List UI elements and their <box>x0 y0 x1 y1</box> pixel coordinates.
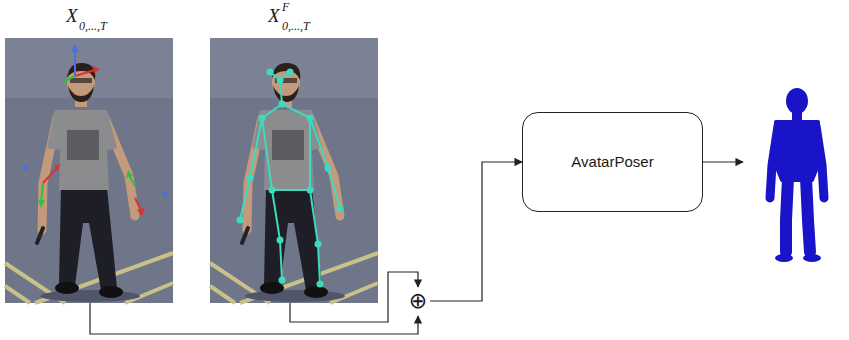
skeleton-joints <box>315 241 322 248</box>
math-index: 0,...,T <box>282 20 310 32</box>
avatar-mesh <box>776 122 818 180</box>
skeleton-joints <box>237 217 244 224</box>
model-box: AvatarPoser <box>522 112 703 212</box>
pose-skeleton <box>240 72 340 284</box>
input-photo-with-skeleton <box>210 38 378 303</box>
sum-operator: ⊕ <box>407 290 429 312</box>
input-wire <box>90 303 418 334</box>
skeleton-joints <box>337 205 344 212</box>
tracker-axes <box>71 44 79 52</box>
avatar-mesh <box>786 178 788 252</box>
avatar-mesh <box>775 254 793 262</box>
avatar-mesh <box>806 178 810 252</box>
skeleton-joints <box>237 69 344 288</box>
tracker-axes <box>137 208 145 216</box>
flow-arrow <box>430 162 522 301</box>
tracker-axes <box>93 66 100 73</box>
skeleton-joints <box>317 281 324 288</box>
skeleton-joints <box>277 77 284 84</box>
math-symbol: X <box>268 6 280 25</box>
skeleton-joints <box>307 187 314 194</box>
avatar-mesh <box>803 254 821 262</box>
tracker-axes <box>126 170 133 178</box>
tracker-axes <box>75 70 95 76</box>
pose-skeleton <box>240 72 340 284</box>
skeleton-joints <box>247 175 254 182</box>
tracker-axes <box>38 200 45 208</box>
math-symbol: X <box>66 6 78 25</box>
skeleton-joints <box>279 277 286 284</box>
tracker-axes <box>43 168 57 183</box>
operator-symbol: ⊕ <box>409 290 427 312</box>
math-index: 0,...,T <box>79 20 107 32</box>
avatar-mesh <box>816 126 824 198</box>
avatar-mesh <box>770 126 778 198</box>
skeleton-joints <box>259 115 266 122</box>
skeleton-joints <box>277 237 284 244</box>
skeleton-joints <box>325 165 332 172</box>
avatar-mesh <box>770 88 824 262</box>
tracker-axes <box>135 198 141 210</box>
tracker-axes <box>23 44 168 216</box>
input-photo-with-skeleton <box>210 38 378 303</box>
input-photo <box>5 38 173 303</box>
output-wire <box>703 161 743 162</box>
tracker-axes <box>54 164 60 171</box>
skeleton-joints <box>307 115 314 122</box>
tracker-axes <box>74 50 76 76</box>
skeleton-joints <box>267 69 274 76</box>
box-label: AvatarPoser <box>571 153 653 171</box>
input-photo <box>5 38 173 303</box>
tracker-axes <box>163 192 168 197</box>
input-wire <box>290 272 418 322</box>
math-index: F <box>282 1 289 13</box>
tracker-axes <box>63 76 75 82</box>
skeleton-joints <box>287 69 294 76</box>
skeleton-joints <box>269 187 276 194</box>
tracker-axes <box>23 166 28 171</box>
skeleton-joints <box>279 101 286 108</box>
